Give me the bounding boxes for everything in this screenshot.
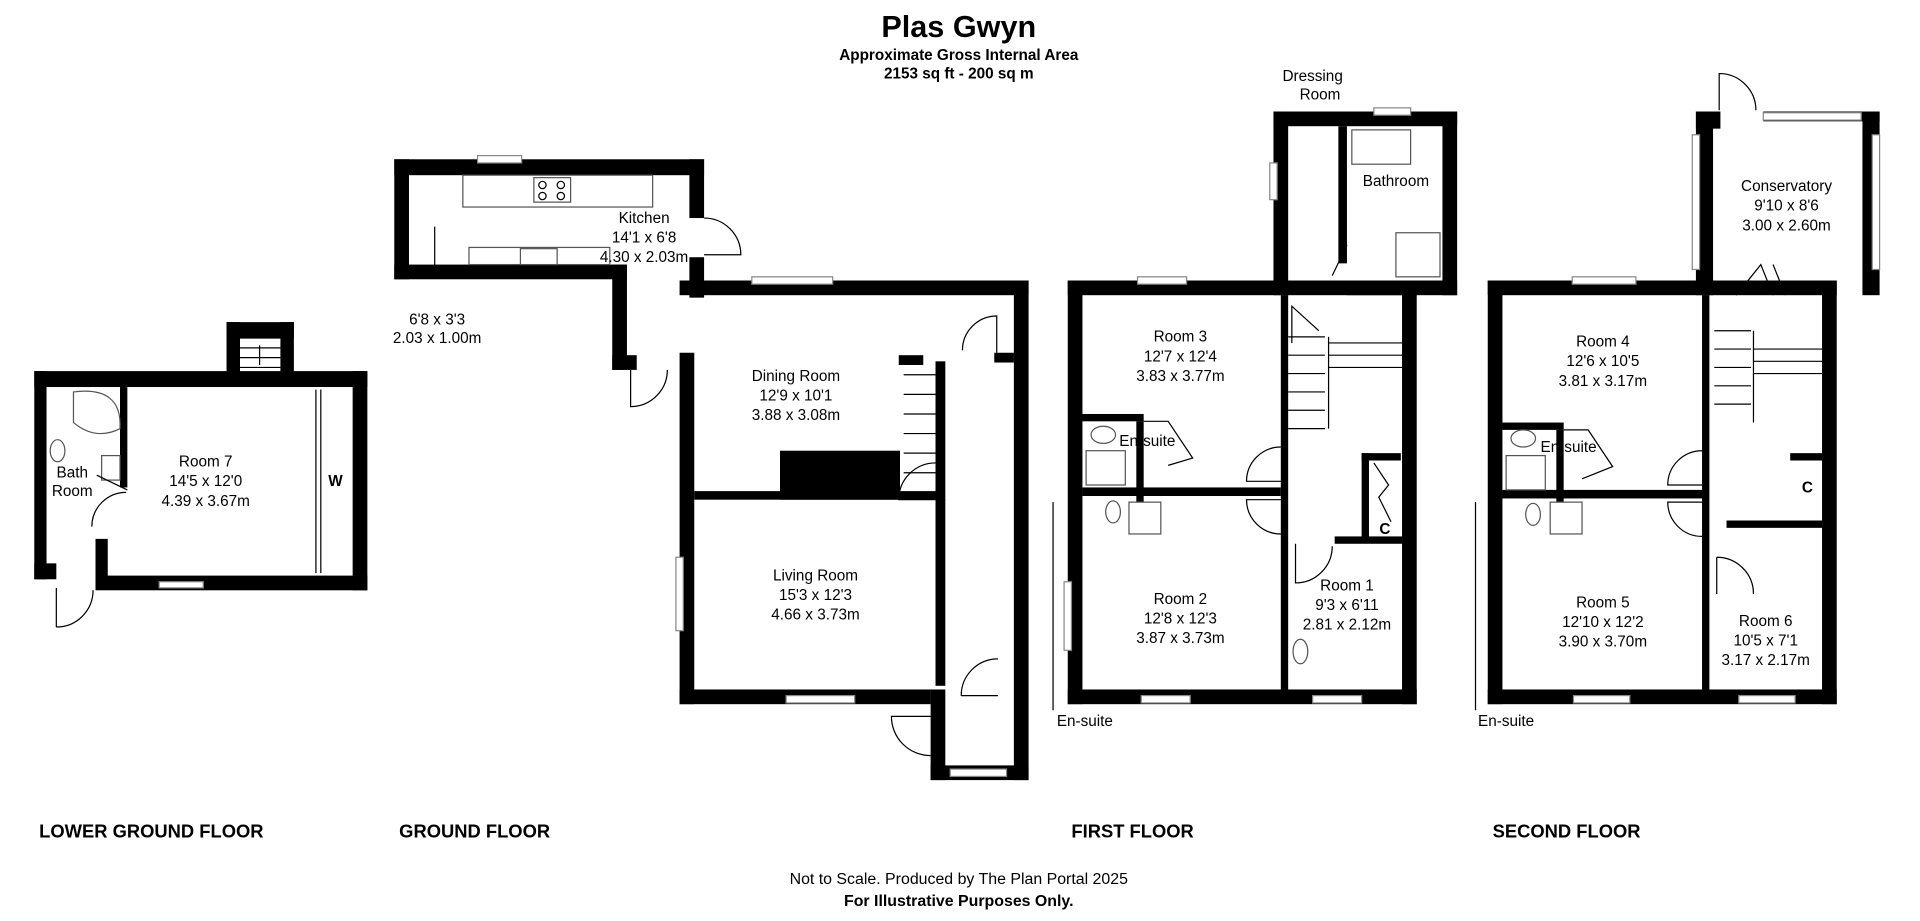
room1-imperial: 9'3 x 6'11 xyxy=(1315,597,1378,614)
ensuite-first-upper: En-suite xyxy=(1119,433,1175,450)
room3-name: Room 3 xyxy=(1154,329,1208,346)
footer-scale-note: Not to Scale. Produced by The Plan Porta… xyxy=(790,871,1129,888)
conservatory-name: Conservatory xyxy=(1741,178,1832,195)
room7-name: Room 7 xyxy=(179,454,233,471)
living-name: Living Room xyxy=(773,567,858,584)
kitchen-imperial: 14'1 x 6'8 xyxy=(612,230,677,247)
room5-imperial: 12'10 x 12'2 xyxy=(1562,614,1644,631)
plan-subtitle: Approximate Gross Internal Area xyxy=(839,47,1079,64)
room2-name: Room 2 xyxy=(1154,591,1208,608)
room4-name: Room 4 xyxy=(1576,334,1630,351)
kitchen-metric: 4.30 x 2.03m xyxy=(600,249,688,266)
conservatory-metric: 3.00 x 2.60m xyxy=(1742,217,1830,234)
floor-label-second: SECOND FLOOR xyxy=(1493,821,1641,842)
floor-label-first: FIRST FLOOR xyxy=(1071,821,1193,842)
room7-imperial: 14'5 x 12'0 xyxy=(169,473,242,490)
pantry-metric: 2.03 x 1.00m xyxy=(393,330,481,347)
room1-name: Room 1 xyxy=(1320,577,1374,594)
conservatory-imperial: 9'10 x 8'6 xyxy=(1754,198,1819,215)
ensuite-first-lower: En-suite xyxy=(1057,713,1113,730)
room5-metric: 3.90 x 3.70m xyxy=(1559,634,1647,651)
ensuite-second-upper: En-suite xyxy=(1541,439,1597,456)
dining-metric: 3.88 x 3.08m xyxy=(752,407,840,424)
footer-illustrative-note: For Illustrative Purposes Only. xyxy=(844,893,1074,910)
cupboard-second: C xyxy=(1802,479,1813,496)
dining-imperial: 12'9 x 10'1 xyxy=(759,388,832,405)
pantry-imperial: 6'8 x 3'3 xyxy=(409,312,465,329)
floor-label-ground: GROUND FLOOR xyxy=(399,821,550,842)
second-floor-plan: Conservatory 9'10 x 8'6 3.00 x 2.60m Roo… xyxy=(1474,72,1881,730)
dressing-room-label-1: Dressing xyxy=(1282,68,1342,85)
living-metric: 4.66 x 3.73m xyxy=(771,607,859,624)
room2-imperial: 12'8 x 12'3 xyxy=(1144,610,1217,627)
room1-metric: 2.81 x 2.12m xyxy=(1303,616,1391,633)
living-imperial: 15'3 x 12'3 xyxy=(779,587,852,604)
room4-imperial: 12'6 x 10'5 xyxy=(1566,353,1639,370)
dining-name: Dining Room xyxy=(752,368,840,385)
dressing-room-label-2: Room xyxy=(1300,86,1341,103)
wardrobe-label: W xyxy=(328,473,343,490)
ground-floor-plan: Kitchen 14'1 x 6'8 4.30 x 2.03m 6'8 x 3'… xyxy=(393,154,1029,781)
room6-name: Room 6 xyxy=(1739,613,1793,630)
room5-name: Room 5 xyxy=(1576,594,1630,611)
room4-metric: 3.81 x 3.17m xyxy=(1559,373,1647,390)
floor-label-lower-ground: LOWER GROUND FLOOR xyxy=(39,821,263,842)
plan-area: 2153 sq ft - 200 sq m xyxy=(884,65,1034,82)
lower-ground-floor-plan: Room 7 14'5 x 12'0 4.39 x 3.67m Bath Roo… xyxy=(34,322,368,628)
room6-imperial: 10'5 x 7'1 xyxy=(1733,632,1798,649)
room3-metric: 3.83 x 3.77m xyxy=(1136,368,1224,385)
room7-metric: 4.39 x 3.67m xyxy=(161,493,249,510)
plan-title: Plas Gwyn xyxy=(881,10,1036,44)
bathroom-lg-label-1: Bath xyxy=(57,465,88,482)
cupboard-first: C xyxy=(1379,521,1390,538)
room6-metric: 3.17 x 2.17m xyxy=(1721,652,1809,669)
room3-imperial: 12'7 x 12'4 xyxy=(1144,348,1218,365)
bathroom-name: Bathroom xyxy=(1363,173,1429,190)
bathroom-lg-label-2: Room xyxy=(52,483,93,500)
kitchen-name: Kitchen xyxy=(619,210,670,227)
room2-metric: 3.87 x 3.73m xyxy=(1136,630,1224,647)
first-floor-plan: Dressing Room Bathroom Room 3 12'7 x 12'… xyxy=(1052,68,1458,730)
ensuite-second-lower: En-suite xyxy=(1478,713,1534,730)
